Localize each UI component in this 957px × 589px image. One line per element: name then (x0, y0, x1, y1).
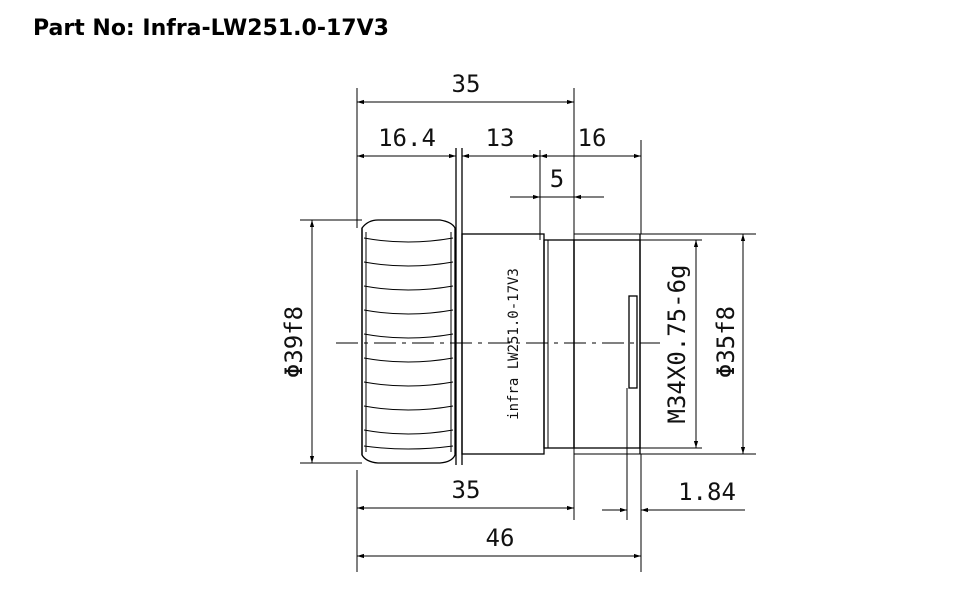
dim-knurl-width: 16.4 (378, 124, 436, 152)
part-number-title: Part No: Infra-LW251.0-17V3 (33, 16, 389, 41)
extension-lines (300, 88, 756, 572)
dim-outer-diameter: Φ39f8 (280, 306, 308, 378)
part-number: Infra-LW251.0-17V3 (142, 16, 389, 41)
knurled-ring (361, 219, 456, 464)
dim-overall-top: 35 (452, 70, 481, 98)
lens-body (455, 148, 641, 465)
body-engraving: infra LW251.0-17V3 (506, 268, 522, 420)
part-label: Part No: (33, 16, 135, 41)
dim-flange: 1.84 (678, 478, 736, 506)
dim-thread: M34X0.75-6g (663, 265, 691, 424)
dim-body-segment: 13 (486, 124, 515, 152)
dim-body-diameter: Φ35f8 (712, 306, 740, 378)
dim-bottom-35: 35 (452, 476, 481, 504)
dim-step: 5 (550, 165, 564, 193)
dim-overall-length: 46 (486, 524, 515, 552)
dim-thread-length: 16 (578, 124, 607, 152)
